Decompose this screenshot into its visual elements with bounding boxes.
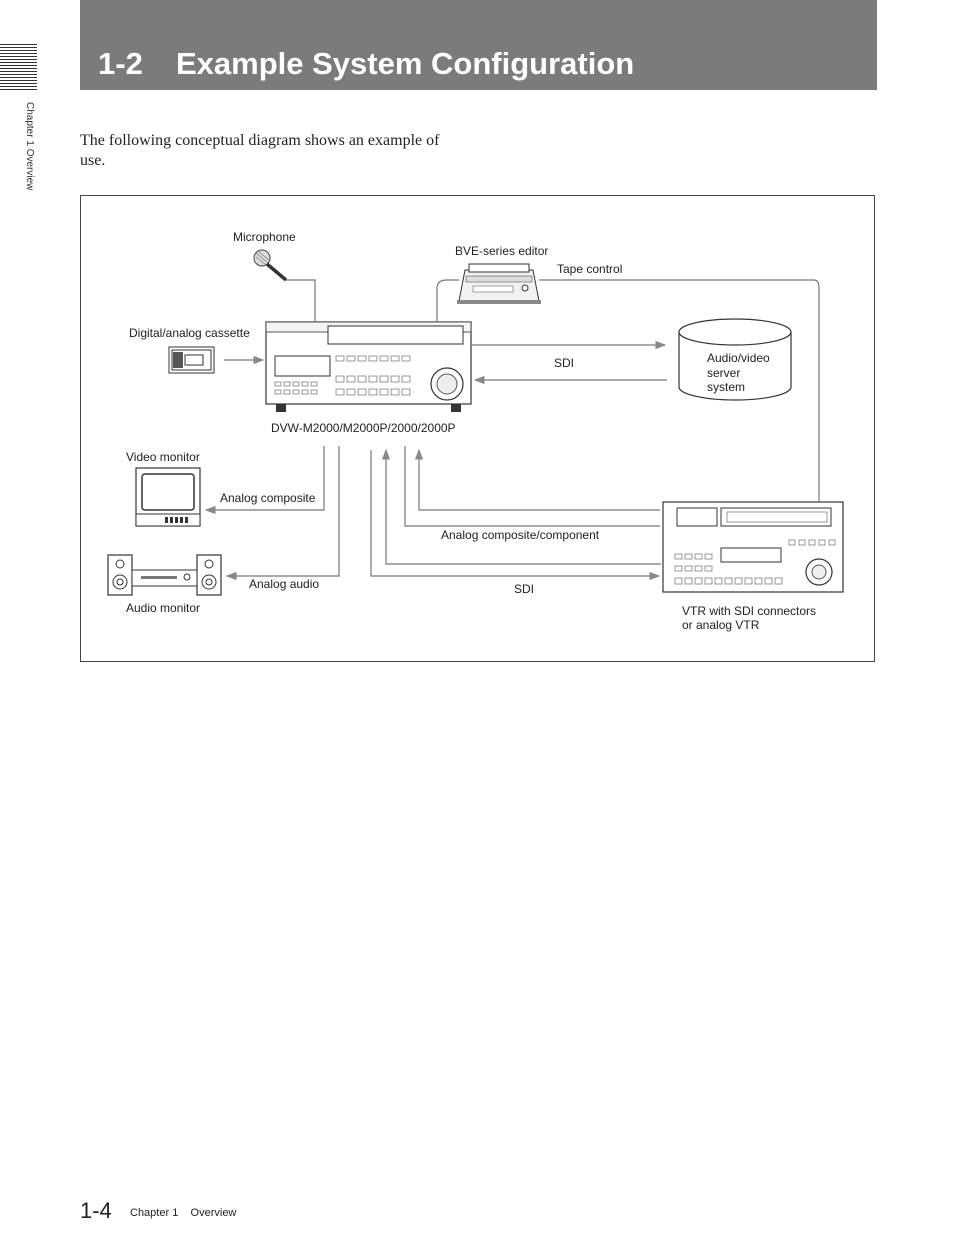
secondary-vtr-icon (662, 501, 844, 593)
server-cylinder-icon (678, 318, 792, 401)
video-monitor-icon (135, 467, 201, 527)
label-server-line2: server (707, 366, 741, 380)
label-cassette: Digital/analog cassette (129, 326, 250, 340)
label-analog-composite: Analog composite (220, 491, 316, 505)
diagram-drawing (107, 249, 844, 596)
label-microphone: Microphone (233, 230, 296, 244)
label-model: DVW-M2000/M2000P/2000/2000P (271, 421, 456, 435)
label-vtr-line2: or analog VTR (682, 618, 760, 632)
audio-monitor-icon (107, 554, 222, 596)
connection-lines (204, 279, 820, 581)
label-sdi-bottom: SDI (514, 582, 535, 596)
page-number: 1-4 (80, 1198, 112, 1223)
chapter-tab-lines (0, 44, 37, 90)
system-configuration-diagram: Microphone BVE-series editor Tape contro… (80, 195, 875, 662)
label-tape-control: Tape control (557, 262, 623, 276)
label-vtr-line1: VTR with SDI connectors (682, 604, 817, 618)
label-analog-audio: Analog audio (249, 577, 320, 591)
label-bve-editor: BVE-series editor (455, 244, 549, 258)
label-server-line3: system (707, 380, 746, 394)
section-title-bar (80, 0, 877, 90)
microphone-icon (253, 249, 288, 282)
label-server-line1: Audio/video (707, 351, 770, 365)
bve-editor-icon (457, 263, 541, 304)
section-title: Example System Configuration (176, 46, 635, 81)
label-sdi-top: SDI (554, 356, 575, 370)
footer-chapter-text: Chapter 1 Overview (130, 1207, 237, 1219)
chapter-side-label: Chapter 1 Overview (24, 102, 35, 191)
label-audio-monitor: Audio monitor (126, 601, 201, 615)
cassette-icon (168, 346, 215, 374)
dvw-vtr-icon (265, 321, 472, 412)
intro-paragraph: The following conceptual diagram shows a… (80, 132, 440, 169)
section-number: 1-2 (98, 46, 143, 81)
label-video-monitor: Video monitor (126, 450, 200, 464)
label-composite-component: Analog composite/component (441, 528, 600, 542)
